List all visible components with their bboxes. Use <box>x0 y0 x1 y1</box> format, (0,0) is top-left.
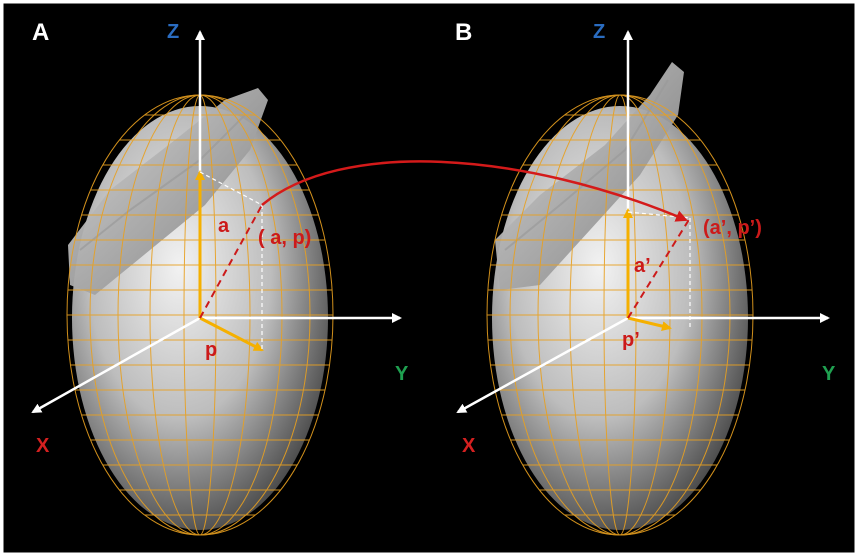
point-label-a: ( a, p) <box>258 227 311 249</box>
a-label-a: a <box>218 215 230 237</box>
x-axis-label-b: X <box>462 435 476 457</box>
p-label-b: p’ <box>622 329 640 351</box>
p-label-a: p <box>205 339 217 361</box>
a-label-b: a’ <box>634 255 651 277</box>
z-axis-label-a: Z <box>167 21 179 43</box>
panel-label-a: A <box>32 19 49 46</box>
y-axis-label-b: Y <box>822 363 836 385</box>
panel-label-b: B <box>455 19 472 46</box>
y-axis-label-a: Y <box>395 363 409 385</box>
point-label-b: (a’, p’) <box>703 217 762 239</box>
z-axis-label-b: Z <box>593 21 605 43</box>
x-axis-label-a: X <box>36 435 50 457</box>
